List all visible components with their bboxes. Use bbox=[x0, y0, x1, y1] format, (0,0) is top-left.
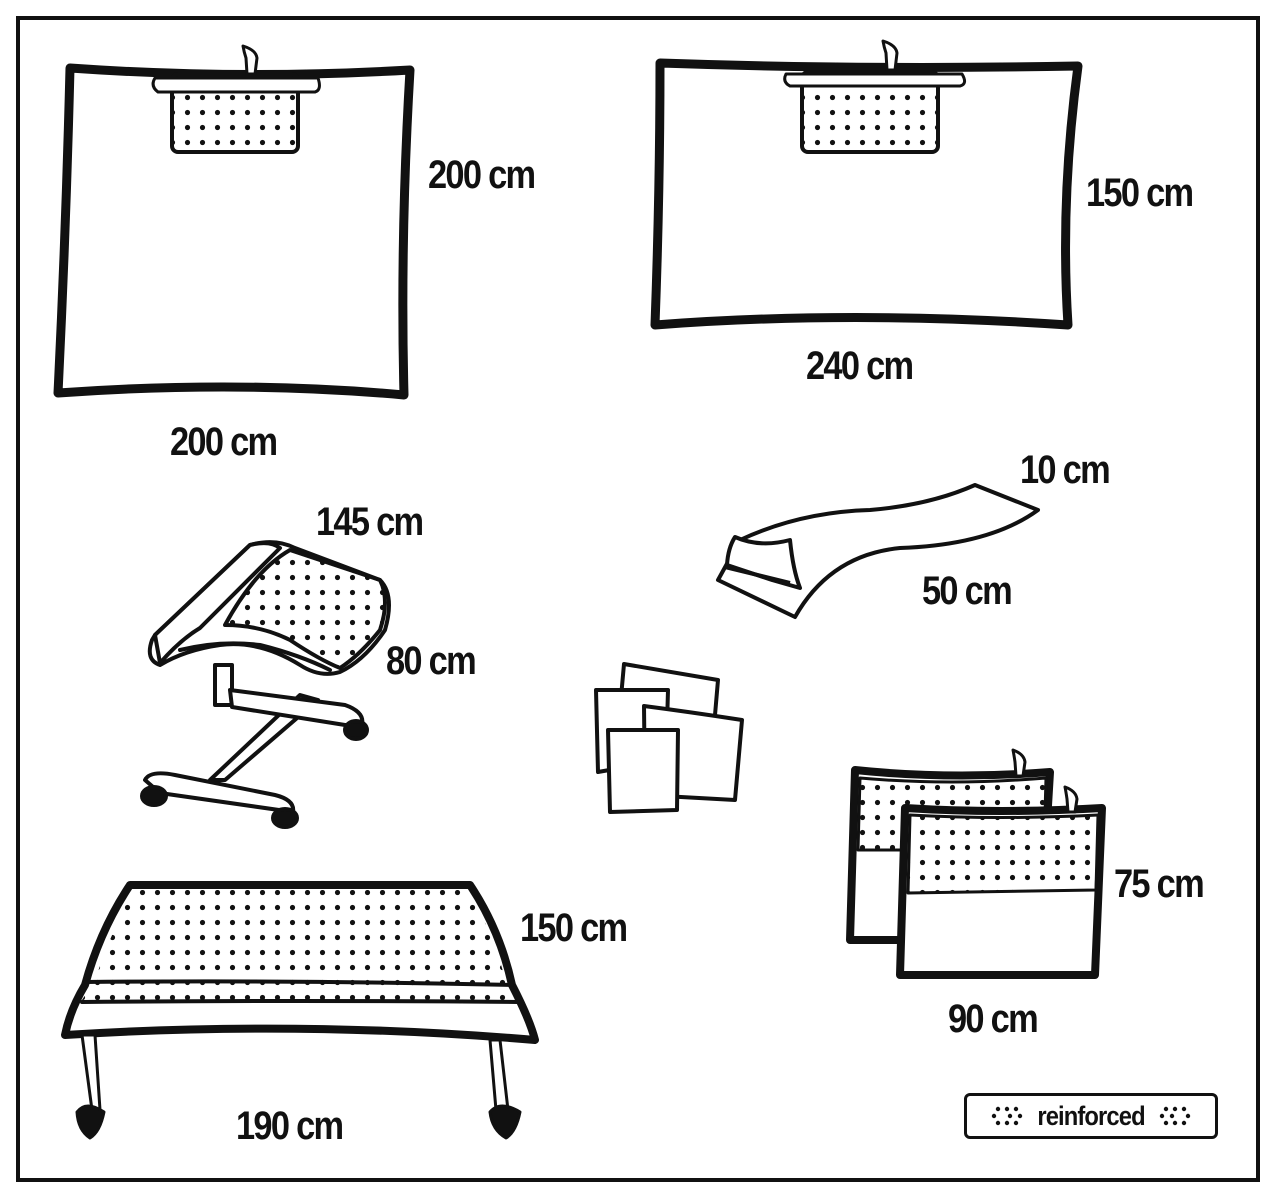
table-cover-length-label: 190 cm bbox=[236, 1104, 344, 1148]
dot-pattern-icon bbox=[991, 1106, 1023, 1126]
mayo-length-label: 145 cm bbox=[316, 500, 424, 544]
large-drape-height-label: 150 cm bbox=[1086, 171, 1194, 215]
large-drape-width-label: 240 cm bbox=[806, 344, 914, 388]
square-drape-height-label: 200 cm bbox=[428, 153, 536, 197]
tape-length-label: 50 cm bbox=[922, 569, 1013, 613]
dot-pattern-icon bbox=[1159, 1106, 1191, 1126]
hand-towels bbox=[594, 662, 744, 814]
square-drape bbox=[53, 44, 415, 400]
legend-reinforced: reinforced bbox=[964, 1093, 1218, 1139]
side-drape-height-label: 75 cm bbox=[1114, 862, 1205, 906]
table-cover-width-label: 150 cm bbox=[520, 906, 628, 950]
mayo-width-label: 80 cm bbox=[386, 639, 477, 683]
table-cover bbox=[61, 881, 539, 1140]
mayo-cover bbox=[140, 540, 391, 829]
tape-width-label: 10 cm bbox=[1020, 448, 1111, 492]
large-drape bbox=[650, 39, 1083, 330]
side-drape-width-label: 90 cm bbox=[948, 997, 1039, 1041]
legend-label: reinforced bbox=[1037, 1100, 1145, 1131]
diagram-frame bbox=[16, 16, 1260, 1182]
square-drape-width-label: 200 cm bbox=[170, 420, 278, 464]
adhesive-tape bbox=[716, 483, 1040, 619]
side-drapes bbox=[846, 748, 1106, 979]
